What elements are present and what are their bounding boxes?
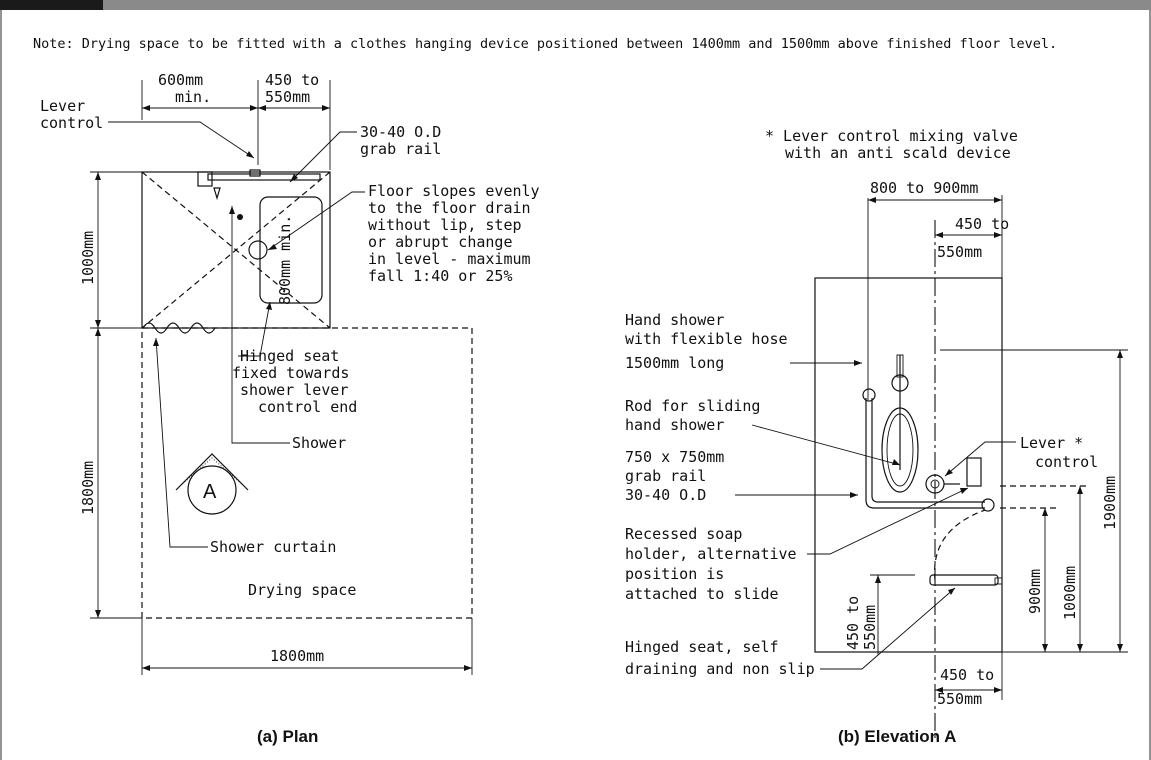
plan-view: 600mm min. 450 to 550mm Lever control 30… <box>40 71 540 746</box>
elev-hand-shower-2: with flexible hose <box>625 330 788 348</box>
plan-curtain-label: Shower curtain <box>210 538 336 556</box>
elev-dim-1900: 1900mm <box>1101 476 1119 530</box>
elev-soap-label-1: Recessed soap <box>625 525 742 543</box>
plan-shower-head <box>213 187 221 201</box>
plan-dim-1800-horizontal: 1800mm <box>270 647 324 665</box>
elev-dim-550-top: 550mm <box>937 243 982 261</box>
elev-seat-dim-b: 550mm <box>861 605 879 650</box>
elev-hose <box>881 407 919 493</box>
plan-floor-label-5: in level - maximum <box>368 250 531 268</box>
elev-caption: (b) Elevation A <box>838 727 956 746</box>
elev-grab-label-2: grab rail <box>625 467 706 485</box>
plan-floor-label-1: Floor slopes evenly <box>368 182 540 200</box>
plan-hinged-seat <box>259 196 323 304</box>
section-marker-label: A <box>203 481 217 503</box>
elev-dim-450-bottom: 450 to <box>940 666 994 684</box>
plan-caption: (a) Plan <box>257 727 318 746</box>
plan-dim-600-min: min. <box>175 88 211 106</box>
plan-dim-600: 600mm <box>158 71 203 89</box>
plan-seat-label-2: fixed towards <box>232 364 349 382</box>
plan-seat-label-3: shower lever <box>240 381 348 399</box>
top-bar-tab <box>0 0 103 10</box>
elev-seat-fold-path <box>933 509 986 581</box>
elev-valve-note-2: with an anti scald device <box>785 144 1011 162</box>
elev-dim-900: 900mm <box>1026 569 1044 614</box>
elev-dim-450-top: 450 to <box>955 215 1009 233</box>
elev-hand-shower-head <box>891 374 909 392</box>
elev-hand-shower-3: 1500mm long <box>625 354 724 372</box>
figure-frame: Note: Drying space to be fitted with a c… <box>0 10 1151 760</box>
plan-grabrail-label-2: grab rail <box>360 140 441 158</box>
plan-grabrail-label-1: 30-40 O.D <box>360 123 441 141</box>
elev-hinged-seat <box>929 574 999 586</box>
elev-soap-holder <box>966 457 982 487</box>
plan-dim-550: 550mm <box>265 88 310 106</box>
plan-dim-800: 800mm min. <box>276 215 294 305</box>
elev-soap-label-4: attached to slide <box>625 585 779 603</box>
elev-dim-550-bottom: 550mm <box>937 690 982 708</box>
drawing-canvas: Note: Drying space to be fitted with a c… <box>0 10 1151 760</box>
elev-dim-1000: 1000mm <box>1061 566 1079 620</box>
plan-seat-label-1: Hinged seat <box>240 347 339 365</box>
plan-shower-label: Shower <box>292 434 346 452</box>
elev-lever-label-2: control <box>1035 453 1098 471</box>
note-text: Note: Drying space to be fitted with a c… <box>33 36 1057 52</box>
elev-seat-dim-a: 450 to <box>844 596 862 650</box>
plan-seat-label-4: control end <box>258 398 357 416</box>
plan-shower-curtain <box>142 322 216 334</box>
plan-dim-450: 450 to <box>265 71 319 89</box>
plan-lever-label-2: control <box>40 114 103 132</box>
plan-floor-label-2: to the floor drain <box>368 199 531 217</box>
elev-wall <box>814 277 1003 653</box>
plan-floor-label-6: fall 1:40 or 25% <box>368 267 513 285</box>
elev-seat-label-2: draining and non slip <box>625 660 815 678</box>
plan-drying-label: Drying space <box>248 581 356 599</box>
elev-grab-label-3: 30-40 O.D <box>625 486 706 504</box>
elev-dim-800-900: 800 to 900mm <box>870 179 978 197</box>
elev-rod-label-1: Rod for sliding <box>625 397 760 415</box>
elev-soap-label-3: position is <box>625 565 724 583</box>
elevation-view: * Lever control mixing valve with an ant… <box>625 127 1128 746</box>
elev-hand-shower-1: Hand shower <box>625 311 724 329</box>
elev-rod-label-2: hand shower <box>625 416 724 434</box>
plan-drying-space <box>141 327 473 619</box>
elev-seat-label-1: Hinged seat, self <box>625 638 779 656</box>
section-marker-a: A <box>175 453 249 515</box>
top-bar <box>0 0 1151 10</box>
elev-lever-label-1: Lever * <box>1020 434 1083 452</box>
plan-lever-label-1: Lever <box>40 97 85 115</box>
elev-soap-label-2: holder, alternative <box>625 545 797 563</box>
plan-grab-rail <box>207 173 321 181</box>
plan-floor-label-4: or abrupt change <box>368 233 513 251</box>
plan-floor-drain <box>248 240 268 260</box>
elev-grab-rail <box>865 398 985 509</box>
plan-dim-1800-vertical: 1800mm <box>79 461 97 515</box>
plan-floor-label-3: without lip, step <box>368 216 522 234</box>
elev-grab-label-1: 750 x 750mm <box>625 448 724 466</box>
elev-valve-note-1: * Lever control mixing valve <box>765 127 1018 145</box>
plan-dim-1000: 1000mm <box>79 231 97 285</box>
